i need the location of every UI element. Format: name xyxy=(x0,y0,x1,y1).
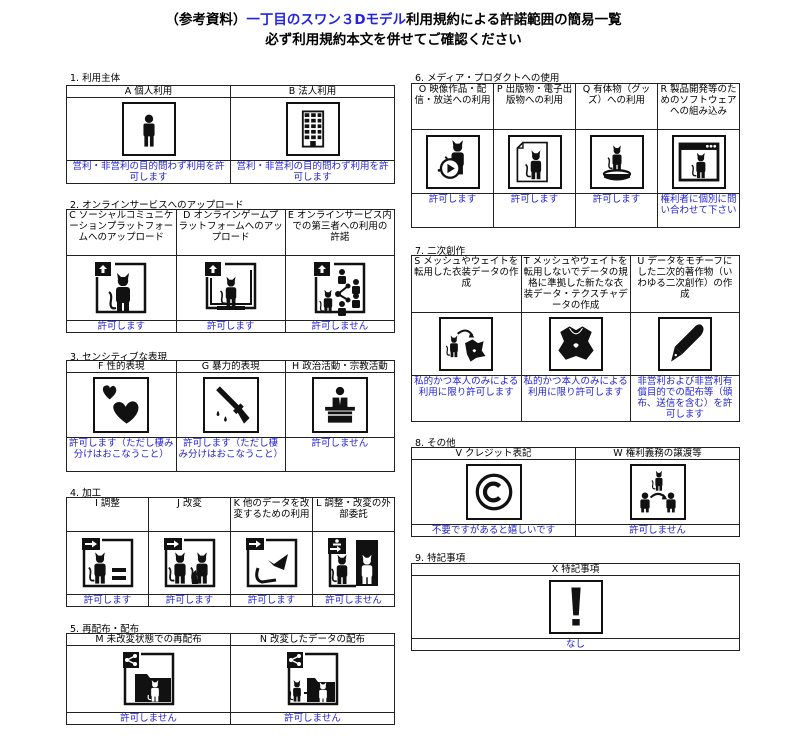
item-f-header: F 性的表現 xyxy=(66,360,177,373)
item-c-status: 許可します xyxy=(66,320,177,333)
parts-reuse-icon xyxy=(243,536,300,590)
section-1-label: 1. 利用主体 xyxy=(70,73,121,84)
hearts-icon xyxy=(93,377,150,433)
item-i-header: I 調整 xyxy=(66,497,149,532)
section-2-table: C ソーシャルコミュニケーションプラットフォームへのアップロード D オンライン… xyxy=(66,209,396,333)
item-v-header: V クレジット表記 xyxy=(411,447,576,460)
video-play-icon xyxy=(425,134,480,189)
item-e-header: E オンラインサービス内での第三者への利用の許諾 xyxy=(284,209,396,256)
item-a-status: 営利・非営利の目的問わず利用を許可します xyxy=(66,160,231,184)
item-i-status: 許可します xyxy=(66,594,149,607)
copyright-icon xyxy=(465,464,522,520)
share-folder-icon xyxy=(120,650,177,708)
item-u-status: 非営利および非営利有償目的での配布等（頒布、送信を含む）を許可します xyxy=(629,375,741,422)
section-6-label: 6. メディア・プロダクトへの使用 xyxy=(415,73,560,84)
section-6-table: O 映像作品・配信・放送への利用 P 出版物・電子出版物への利用 Q 有体物（グ… xyxy=(411,83,740,228)
item-w-status: 許可しません xyxy=(575,524,740,537)
section-4-label: 4. 加工 xyxy=(70,488,102,499)
item-d-header: D オンラインゲームプラットフォームへのアップロード xyxy=(175,209,286,256)
item-p-status: 許可します xyxy=(493,193,576,228)
upload-game-monitor-icon xyxy=(202,260,259,316)
item-h-header: H 政治活動・宗教活動 xyxy=(284,360,396,373)
item-q-header: Q 有体物（グッズ）への利用 xyxy=(575,83,658,130)
item-b-status: 営利・非営利の目的問わず利用を許可します xyxy=(230,160,395,184)
adjust-equal-icon xyxy=(79,536,136,590)
section-3-label: 3. センシティブな表現 xyxy=(70,352,168,363)
section-1-table: A 個人利用 B 法人利用 営利・非営利の目的問わず利用を許可します 営利・非営… xyxy=(66,85,395,184)
item-f-status: 許可します（ただし棲み分けはおこなうこと） xyxy=(66,437,177,472)
item-s-status: 私的かつ本人のみによる利用に限り許可します xyxy=(411,375,522,422)
modify-avatar-icon xyxy=(161,536,218,590)
item-q-status: 許可します xyxy=(575,193,658,228)
item-l-header: L 調整・改変の外部委託 xyxy=(312,497,395,532)
item-x-header: X 特記事項 xyxy=(411,563,740,576)
item-p-header: P 出版物・電子出版物への利用 xyxy=(493,83,576,130)
item-r-header: R 製品開発等のためのソフトウェアへの組み込み xyxy=(657,83,740,130)
outsource-icon xyxy=(325,536,382,590)
title-highlight: 一丁目のスワン３Dモデル xyxy=(246,12,407,28)
item-g-header: G 暴力的表現 xyxy=(175,360,286,373)
item-c-header: C ソーシャルコミュニケーションプラットフォームへのアップロード xyxy=(66,209,177,256)
knife-blood-icon xyxy=(202,377,259,433)
share-modified-folder-icon xyxy=(284,650,341,708)
title-line-2: 必ず利用規約本文を併せてご確認ください xyxy=(265,32,522,48)
item-j-status: 許可します xyxy=(148,594,231,607)
item-t-status: 私的かつ本人のみによる利用に限り許可します xyxy=(520,375,631,422)
mesh-transfer-costume-icon xyxy=(439,317,494,371)
page-title: （参考資料）一丁目のスワン３Dモデル利用規約による許諾範囲の簡易一覧 必ず利用規… xyxy=(0,10,787,50)
person-icon xyxy=(121,102,176,156)
section-5-table: M 未改変状態での再配布 N 改変したデータの配布 許可しません 許可しません xyxy=(66,633,395,725)
item-g-status: 許可します（ただし棲み分けはおこなうこと） xyxy=(175,437,286,472)
podium-speaker-icon xyxy=(311,377,368,433)
item-u-header: U データをモチーフにした二次的著作物（いわゆる二次創作）の作成 xyxy=(629,255,741,313)
item-b-header: B 法人利用 xyxy=(230,85,395,98)
figure-goods-icon xyxy=(589,134,644,189)
section-7-label: 7. 二次創作 xyxy=(415,246,466,257)
item-o-status: 許可します xyxy=(411,193,494,228)
upload-share-users-icon xyxy=(311,260,368,316)
item-j-header: J 改変 xyxy=(148,497,231,532)
rights-transfer-icon xyxy=(629,464,686,520)
title-line-1: （参考資料）一丁目のスワン３Dモデル利用規約による許諾範囲の簡易一覧 xyxy=(165,12,622,28)
item-x-status: なし xyxy=(411,638,740,651)
item-h-status: 許可しません xyxy=(284,437,396,472)
section-5-label: 5. 再配布・配布 xyxy=(70,624,140,635)
item-m-status: 許可しません xyxy=(66,712,231,725)
item-d-status: 許可します xyxy=(175,320,286,333)
upload-avatar-icon xyxy=(93,260,150,316)
item-r-status: 権利者に個別に問い合わせて下さい xyxy=(657,193,740,228)
fountain-pen-icon xyxy=(657,317,712,371)
item-o-header: O 映像作品・配信・放送への利用 xyxy=(411,83,494,130)
item-l-status: 許可しません xyxy=(312,594,395,607)
software-window-icon xyxy=(671,134,726,189)
section-9-label: 9. 特記事項 xyxy=(415,553,466,564)
item-k-header: K 他のデータを改変するための利用 xyxy=(230,497,313,532)
costume-icon xyxy=(548,317,603,371)
exclamation-icon xyxy=(548,580,603,634)
document-publication-icon xyxy=(507,134,562,189)
item-e-status: 許可しません xyxy=(284,320,396,333)
section-2-label: 2. オンラインサービスへのアップロード xyxy=(70,200,244,211)
item-k-status: 許可します xyxy=(230,594,313,607)
building-icon xyxy=(285,102,340,156)
item-m-header: M 未改変状態での再配布 xyxy=(66,633,231,646)
section-4-table: I 調整 J 改変 K 他のデータを改変するための利用 L 調整・改変の外部委託… xyxy=(66,497,395,607)
section-9-table: X 特記事項 なし xyxy=(411,563,740,651)
section-8-label: 8. その他 xyxy=(415,438,456,449)
section-3-table: F 性的表現 G 暴力的表現 H 政治活動・宗教活動 許可します（ただし棲み分け… xyxy=(66,360,396,472)
item-a-header: A 個人利用 xyxy=(66,85,231,98)
item-n-status: 許可しません xyxy=(230,712,395,725)
section-8-table: V クレジット表記 W 権利義務の譲渡等 不要ですがあると嬉しいです 許可しませ… xyxy=(411,447,740,537)
item-v-status: 不要ですがあると嬉しいです xyxy=(411,524,576,537)
item-w-header: W 権利義務の譲渡等 xyxy=(575,447,740,460)
item-s-header: S メッシュやウェイトを転用した衣装データの作成 xyxy=(411,255,522,313)
section-7-table: S メッシュやウェイトを転用した衣装データの作成 T メッシュやウェイトを転用し… xyxy=(411,255,741,422)
item-t-header: T メッシュやウェイトを転用しないでデータの規格に準拠した新たな衣装データ・テク… xyxy=(520,255,631,313)
item-n-header: N 改変したデータの配布 xyxy=(230,633,395,646)
